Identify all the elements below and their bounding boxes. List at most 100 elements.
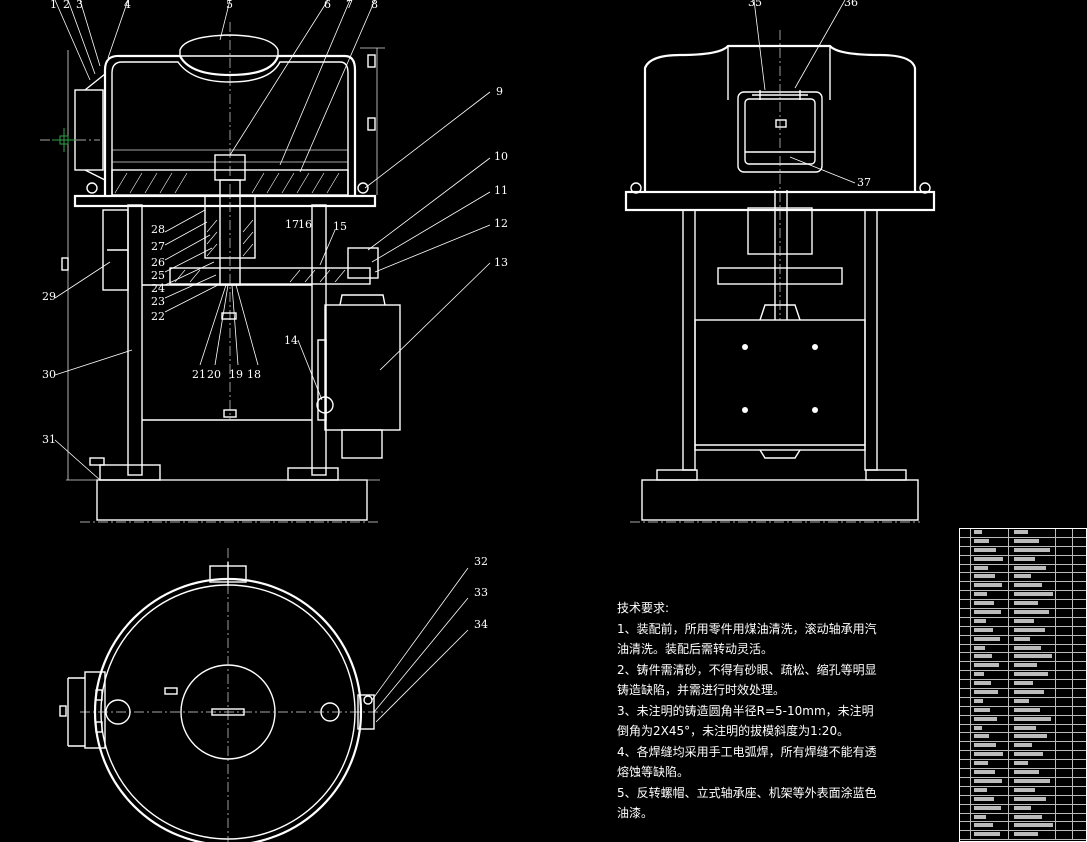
- callout-25: 25: [151, 269, 165, 282]
- bom-row: [960, 600, 1086, 610]
- bom-row: [960, 733, 1086, 743]
- bom-cell-divider: [1008, 626, 1009, 635]
- callout-31: 31: [42, 433, 56, 446]
- bom-text-placeholder: [974, 752, 1003, 757]
- bom-text-placeholder: [974, 716, 997, 721]
- bom-row: [960, 653, 1086, 663]
- bom-cell-divider: [1055, 635, 1056, 644]
- notes-title: 技术要求:: [617, 601, 670, 615]
- bom-cell-divider: [1072, 831, 1073, 840]
- callout-32: 32: [474, 555, 488, 568]
- bom-cell-divider: [970, 777, 971, 786]
- bom-cell-divider: [1072, 573, 1073, 582]
- bom-text-placeholder: [974, 574, 995, 579]
- bom-cell-divider: [1055, 795, 1056, 804]
- bom-cell-divider: [970, 555, 971, 564]
- callout-23: 23: [151, 295, 165, 308]
- bom-cell-divider: [1055, 564, 1056, 573]
- bom-text-placeholder: [974, 645, 985, 650]
- notes-item-2: 2、铸件需清砂，不得有砂眼、疏松、缩孔等明显铸造缺陷，并需进行时效处理。: [617, 662, 877, 698]
- callout-11: 11: [494, 184, 508, 197]
- bom-cell-divider: [970, 795, 971, 804]
- bom-text-placeholder: [1014, 761, 1028, 766]
- bom-row: [960, 795, 1086, 805]
- bom-text-placeholder: [974, 663, 999, 668]
- bom-cell-divider: [970, 697, 971, 706]
- bom-cell-divider: [970, 617, 971, 626]
- bom-text-placeholder: [1014, 610, 1049, 615]
- bom-cell-divider: [1055, 742, 1056, 751]
- bom-row: [960, 760, 1086, 770]
- bom-cell-divider: [1008, 831, 1009, 840]
- bom-cell-divider: [1072, 760, 1073, 769]
- bom-text-placeholder: [974, 636, 1000, 641]
- bom-cell-divider: [1072, 689, 1073, 697]
- bom-text-placeholder: [974, 610, 1001, 615]
- callout-9: 9: [496, 85, 503, 98]
- bom-row: [960, 680, 1086, 690]
- bom-cell-divider: [970, 742, 971, 751]
- bom-text-placeholder: [974, 725, 982, 730]
- bom-cell-divider: [1008, 635, 1009, 644]
- callout-29: 29: [42, 290, 56, 303]
- bom-row: [960, 564, 1086, 574]
- bom-cell-divider: [1055, 751, 1056, 760]
- bom-text-placeholder: [1014, 832, 1038, 837]
- bom-cell-divider: [1072, 617, 1073, 626]
- bom-cell-divider: [1008, 760, 1009, 769]
- bom-cell-divider: [1055, 760, 1056, 769]
- notes-item-3: 3、未注明的铸造圆角半径R=5-10mm，未注明倒角为2X45°，未注明的拔模斜…: [617, 703, 874, 739]
- bom-cell-divider: [1055, 689, 1056, 697]
- bom-cell-divider: [1055, 724, 1056, 733]
- bom-cell-divider: [970, 786, 971, 795]
- bom-cell-divider: [1055, 609, 1056, 617]
- bom-text-placeholder: [974, 565, 988, 570]
- bom-text-placeholder: [974, 707, 990, 712]
- bom-text-placeholder: [1014, 530, 1028, 534]
- bom-text-placeholder: [974, 556, 1003, 561]
- bom-cell-divider: [970, 751, 971, 760]
- bom-cell-divider: [1008, 813, 1009, 822]
- bom-cell-divider: [970, 760, 971, 769]
- bom-text-placeholder: [974, 618, 986, 623]
- bom-row: [960, 635, 1086, 645]
- bom-cell-divider: [1055, 573, 1056, 582]
- bom-row: [960, 671, 1086, 681]
- bom-cell-divider: [970, 600, 971, 609]
- bom-text-placeholder: [974, 814, 986, 819]
- bom-cell-divider: [970, 804, 971, 813]
- bom-text-placeholder: [974, 627, 993, 632]
- bom-cell-divider: [1008, 706, 1009, 715]
- bom-row: [960, 777, 1086, 787]
- bom-text-placeholder: [1014, 538, 1039, 543]
- bom-cell-divider: [1008, 662, 1009, 671]
- bom-cell-divider: [970, 813, 971, 822]
- bom-text-placeholder: [974, 601, 994, 606]
- callout-37: 37: [857, 176, 871, 189]
- bom-text-placeholder: [1014, 601, 1038, 606]
- bom-cell-divider: [970, 591, 971, 600]
- bom-cell-divider: [1055, 715, 1056, 724]
- bom-cell-divider: [1072, 715, 1073, 724]
- bom-cell-divider: [1072, 600, 1073, 609]
- bom-cell-divider: [1008, 786, 1009, 795]
- bom-cell-divider: [1008, 769, 1009, 777]
- bom-text-placeholder: [1014, 778, 1050, 783]
- bom-cell-divider: [1055, 733, 1056, 742]
- bom-cell-divider: [1055, 626, 1056, 635]
- bom-text-placeholder: [1014, 725, 1036, 730]
- bom-text-placeholder: [1014, 707, 1040, 712]
- bom-row: [960, 742, 1086, 752]
- bom-cell-divider: [1008, 697, 1009, 706]
- callout-33: 33: [474, 586, 488, 599]
- bom-row: [960, 591, 1086, 601]
- bom-row: [960, 689, 1086, 698]
- bom-cell-divider: [1055, 537, 1056, 546]
- bom-cell-divider: [1072, 706, 1073, 715]
- bom-cell-divider: [1055, 555, 1056, 564]
- bom-cell-divider: [1072, 644, 1073, 653]
- callout-27: 27: [151, 240, 165, 253]
- bom-text-placeholder: [974, 690, 998, 695]
- bom-text-placeholder: [1014, 796, 1046, 801]
- bom-cell-divider: [1008, 546, 1009, 555]
